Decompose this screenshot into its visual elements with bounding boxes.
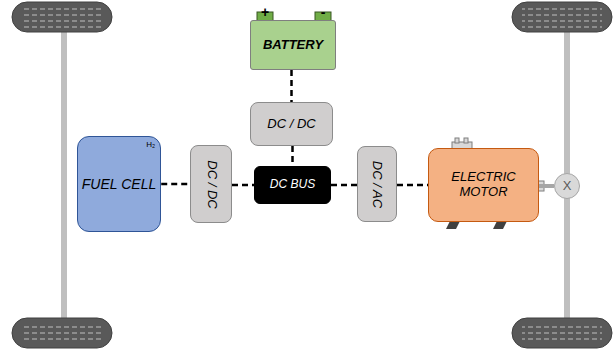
node-label: DC BUS [270, 178, 315, 192]
motor-box: ELECTRIC MOTOR [428, 148, 539, 222]
power-line [161, 183, 190, 186]
node-label: DC / AC [370, 160, 385, 207]
node-label: BATTERY [263, 38, 323, 53]
terminal-sign: + [261, 5, 269, 19]
differential-circle: X [554, 173, 580, 199]
wheel [512, 318, 612, 348]
drive-shaft [539, 184, 554, 188]
power-line [397, 184, 428, 187]
dc-bus-box: DC BUS [254, 166, 331, 204]
fuel-cell-box: FUEL CELL H₂ [77, 136, 161, 232]
terminal-sign: - [321, 5, 326, 19]
node-label: DC / DC [267, 117, 315, 132]
inverter-box: DC / AC [357, 146, 397, 222]
power-line [290, 70, 293, 102]
wheel [12, 2, 112, 32]
power-line [232, 184, 254, 187]
wheel [512, 2, 612, 32]
front-axle [61, 30, 67, 320]
wheel [12, 318, 112, 348]
power-line [331, 184, 357, 187]
battery-box: BATTERY [250, 20, 336, 70]
node-label: X [563, 179, 572, 194]
converter-box: DC / DC [190, 145, 232, 223]
converter-box: DC / DC [250, 102, 333, 146]
chemical-formula: H₂ [146, 140, 155, 149]
power-line [291, 146, 294, 166]
node-label: FUEL CELL [82, 176, 156, 192]
node-label: DC / DC [204, 160, 219, 208]
node-label: ELECTRIC MOTOR [429, 170, 538, 200]
